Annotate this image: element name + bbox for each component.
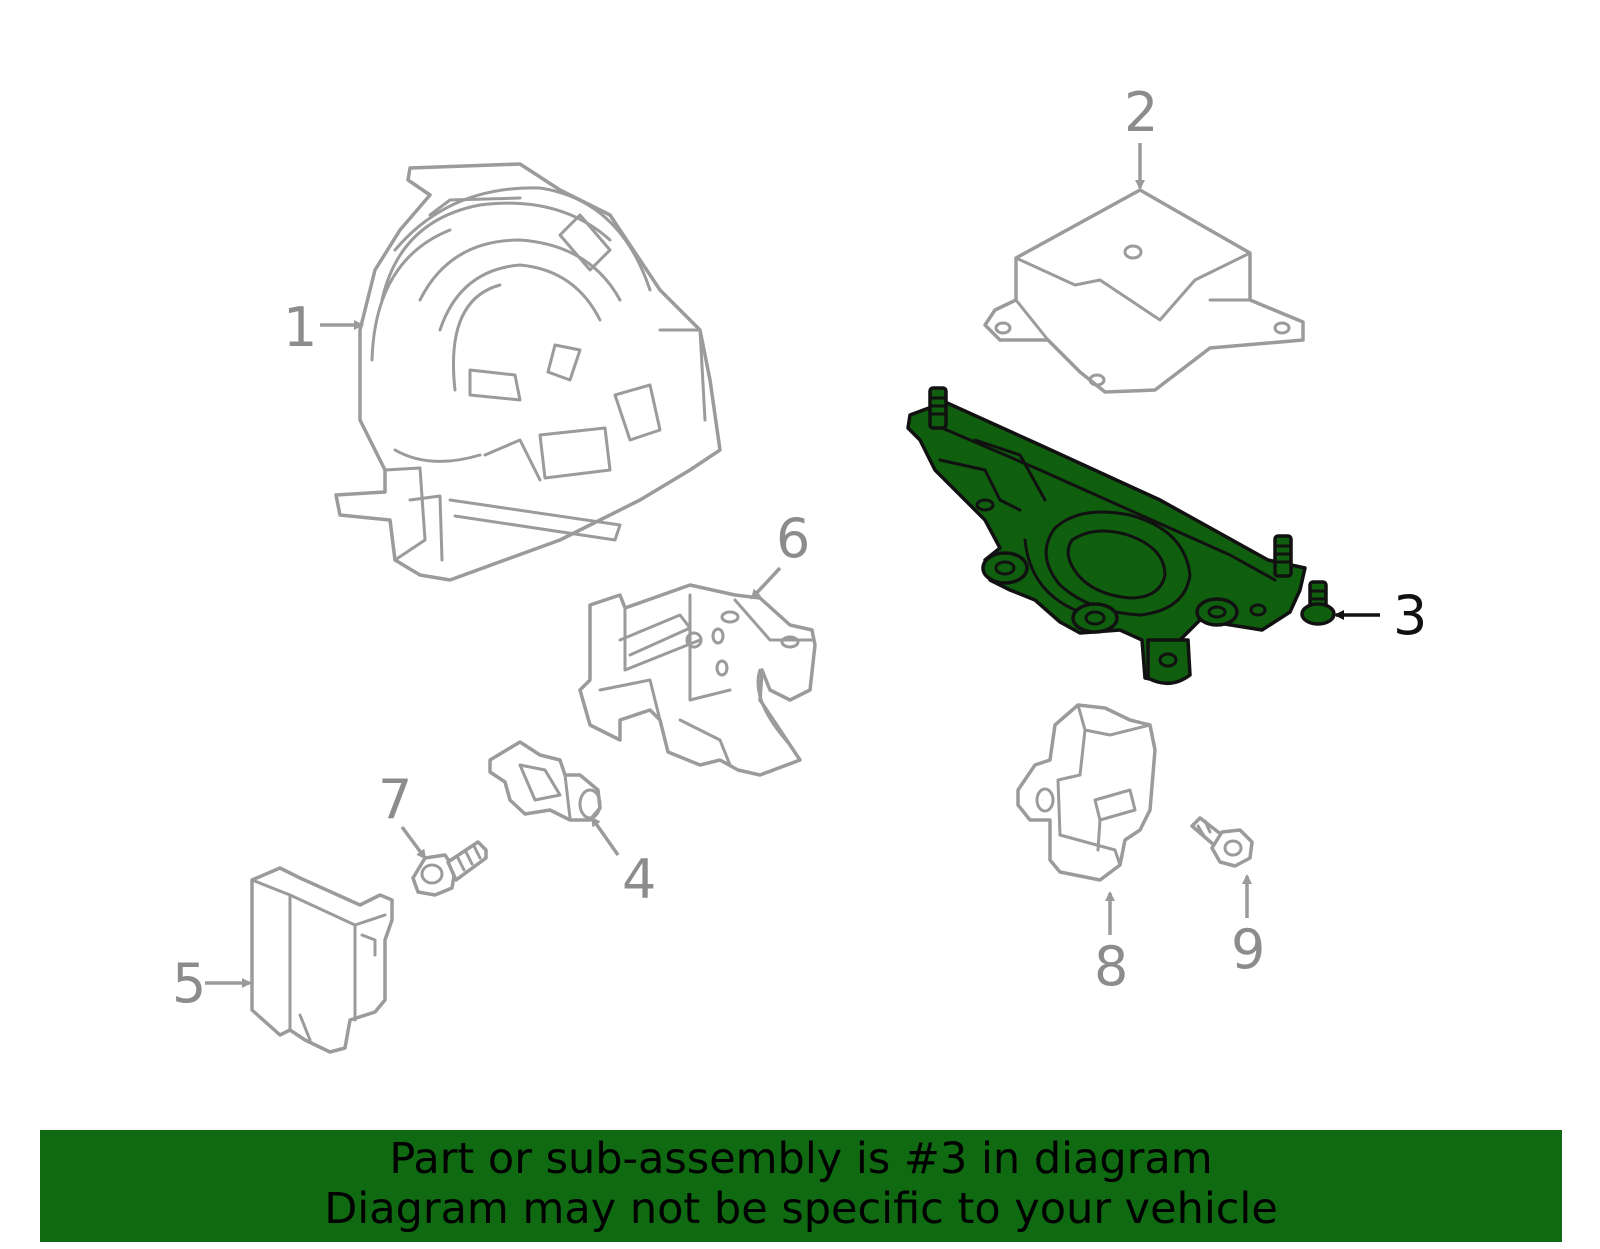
banner-line-2: Diagram may not be specific to your vehi… <box>324 1184 1278 1234</box>
callout-8: 8 <box>1094 935 1128 998</box>
leader-4 <box>590 816 620 857</box>
callout-1: 1 <box>283 296 317 359</box>
part-2-control-module[interactable] <box>983 188 1305 394</box>
part-5-module[interactable] <box>250 866 394 1054</box>
leader-7 <box>400 825 427 860</box>
callout-6: 6 <box>776 507 810 570</box>
callout-2: 2 <box>1124 81 1158 144</box>
callout-9: 9 <box>1231 918 1265 981</box>
callout-5: 5 <box>172 952 206 1015</box>
part-8-sensor[interactable] <box>1016 703 1157 882</box>
part-4-sensor[interactable] <box>488 740 602 822</box>
callout-3: 3 <box>1393 584 1427 647</box>
banner-line-1: Part or sub-assembly is #3 in diagram <box>389 1134 1213 1184</box>
part-6-bracket[interactable] <box>578 583 817 777</box>
part-1-clock-spring[interactable] <box>334 162 722 582</box>
callout-7: 7 <box>378 768 412 831</box>
part-9-bolt[interactable] <box>1190 816 1254 868</box>
info-banner: Part or sub-assembly is #3 in diagram Di… <box>40 1130 1562 1242</box>
part-3-bracket[interactable] <box>906 386 1336 685</box>
callout-4: 4 <box>622 848 656 911</box>
leader-6 <box>750 566 782 600</box>
part-7-bolt[interactable] <box>411 840 488 897</box>
